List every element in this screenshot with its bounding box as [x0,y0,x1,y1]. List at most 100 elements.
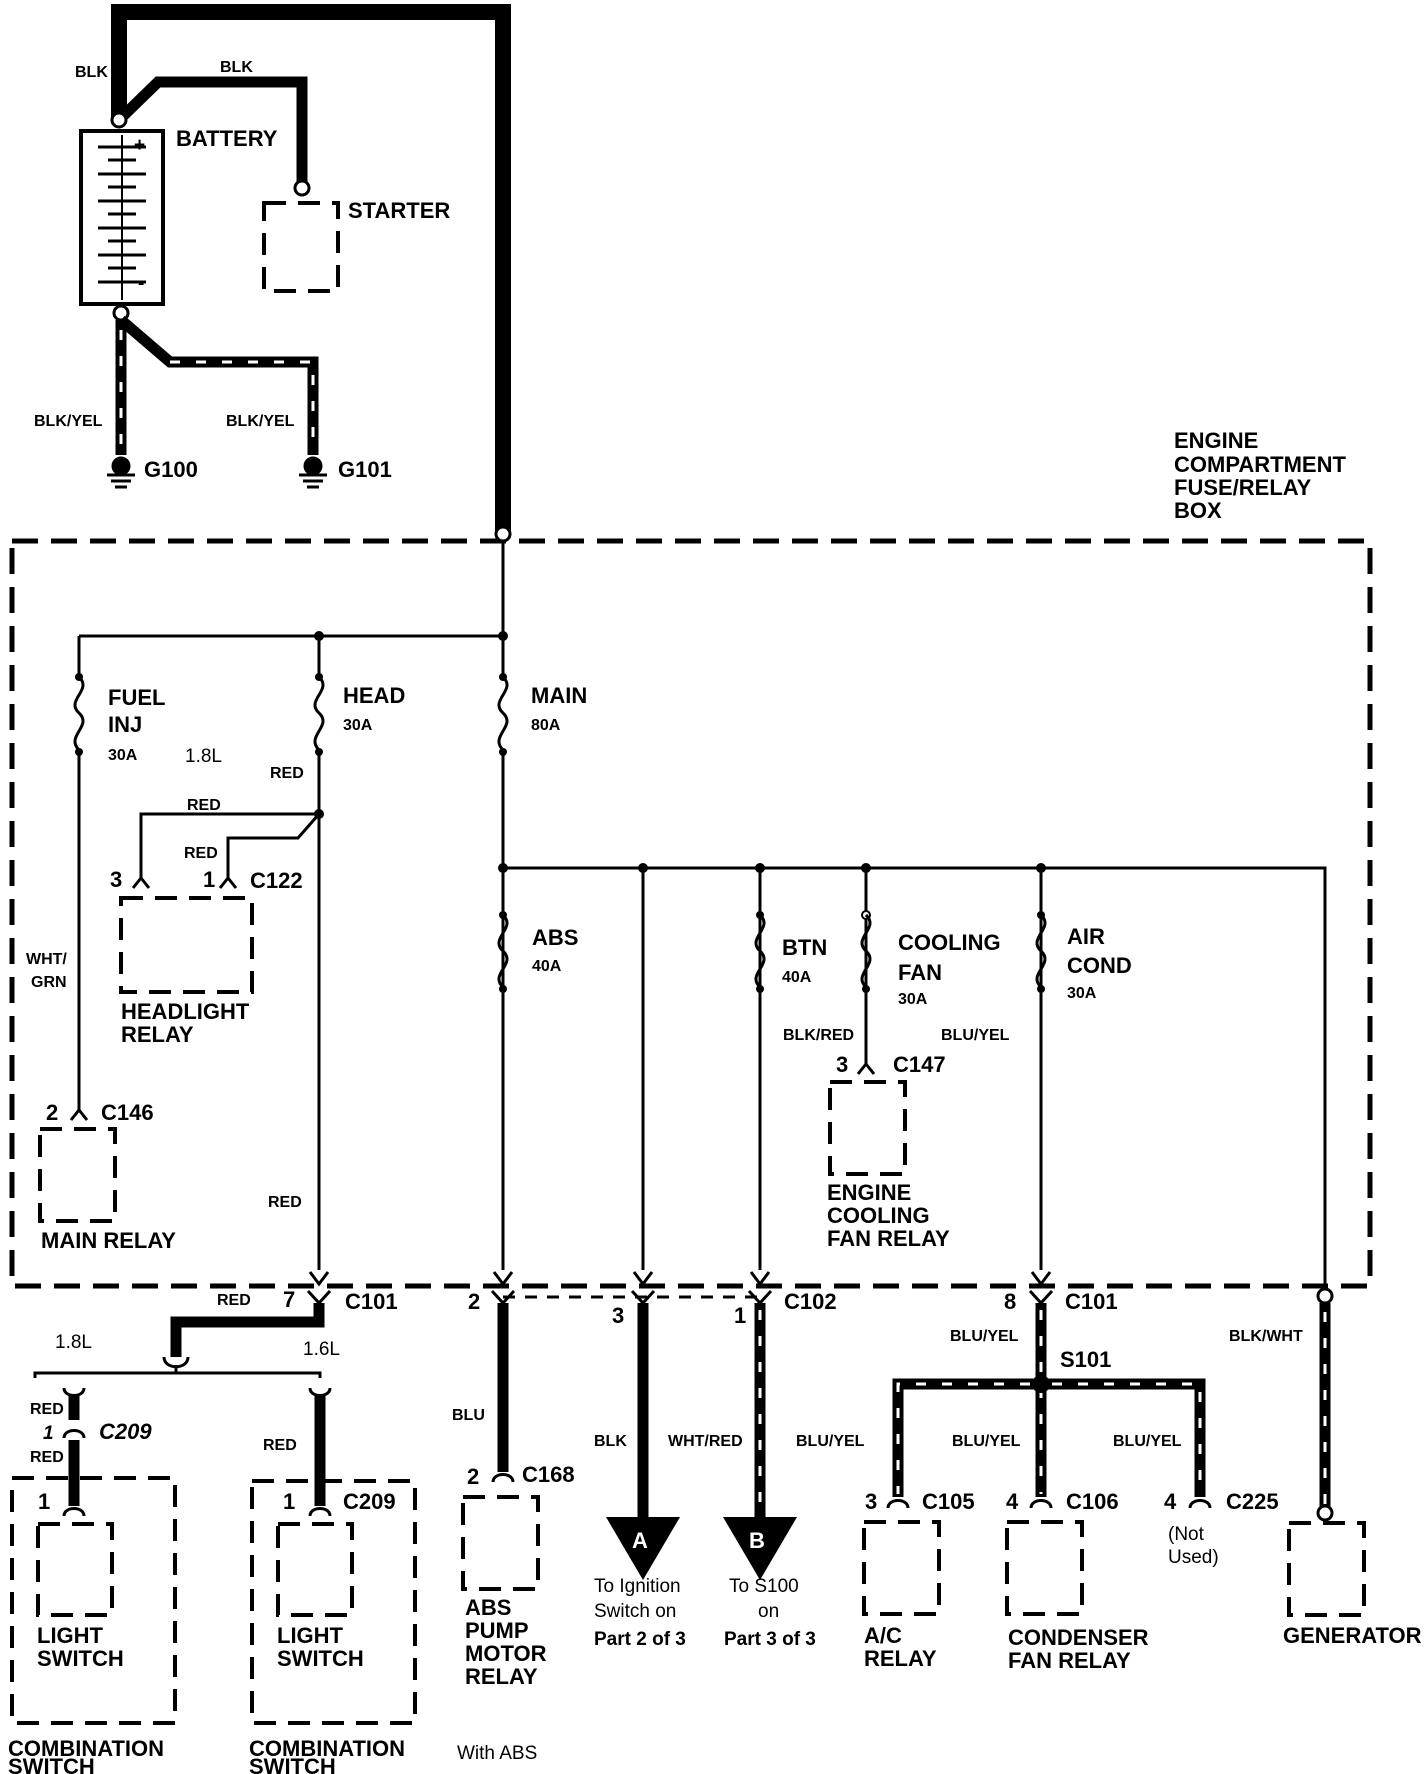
cup-c225 [1188,1499,1212,1509]
connector-c168-label: C168 [522,1462,575,1487]
fuse-relay-box: ENGINE COMPARTMENT FUSE/RELAY BOX FUEL I… [9,428,1373,1290]
cup-c168 [491,1473,515,1483]
reference-a-triangle [606,1517,680,1580]
fuse-box-label-line4: BOX [1174,498,1222,523]
fuse-head-name: HEAD [343,683,405,708]
cup-c209-left-mid [62,1429,86,1439]
fuse-air-cond [1035,911,1047,993]
condenser-fan-relay-line2: FAN RELAY [1008,1648,1131,1673]
bus-horizontal-lower [503,866,1327,1290]
engine-1-8l-label: 1.8L [185,746,222,767]
connector-c105-label: C105 [922,1489,975,1514]
connector-c147-symbol [856,1061,876,1075]
light-switch-left-line2: SWITCH [37,1646,124,1671]
connector-c147-label: C147 [893,1052,946,1077]
generator-out-terminal [1316,1287,1334,1305]
connector-c147-pin: 3 [836,1052,848,1077]
with-abs-label: With ABS [457,1743,537,1764]
abs-pump-motor-relay-box [461,1495,540,1591]
reference-b-line3: Part 3 of 3 [724,1629,816,1650]
generator-box [1287,1521,1366,1617]
abs-relay-line4: RELAY [465,1664,538,1689]
cup-c105 [886,1499,910,1509]
combination-switch-left-line2: SWITCH [8,1754,95,1774]
fuse-head-rating: 30A [343,717,373,734]
connector-c209-left-label: C209 [99,1419,152,1444]
wire-blk-starter [115,76,308,188]
ac-relay-box [862,1520,941,1616]
wire-label-whtgrn-2: GRN [31,974,67,991]
light-switch-branch: 1.8L 1.6L RED 1 C209 RED 1 LIGHT SWITCH … [8,1303,417,1774]
ground-g100-label: G100 [144,457,198,482]
fuse-box-label-line3: FUSE/RELAY [1174,475,1312,500]
fuse-box-label-line1: ENGINE [1174,428,1258,453]
wire-label-red-c209-right: RED [263,1437,297,1454]
reference-a-line3: Part 2 of 3 [594,1629,686,1650]
battery-section: + - BATTERY STARTER BLK BLK BLK/YEL BLK/… [34,4,511,535]
battery-plus-sign: + [134,135,145,156]
condenser-fan-relay-box [1005,1520,1084,1616]
abs-relay-line2: PUMP [465,1618,529,1643]
connector-c122-pin1: 1 [203,867,215,892]
connector-c146-pin: 2 [46,1100,58,1125]
cup-c101-right [1028,1289,1054,1306]
combination-switch-right-line1: COMBINATION [249,1736,405,1761]
arrow-a [632,1271,654,1287]
arrow-b [749,1271,771,1287]
fuse-abs-name: ABS [532,925,578,950]
wire-label-red-c101: RED [217,1292,251,1309]
wire-blk-main [111,4,511,535]
connector-c122-pin3-symbol [131,875,151,889]
fuse-main-rating: 80A [531,717,561,734]
fuse-cooling-fan-rating: 30A [898,991,928,1008]
arrow-c101-left [308,1271,330,1287]
connector-c106-label: C106 [1066,1489,1119,1514]
battery-plus-terminal [110,111,128,129]
starter-label: STARTER [348,198,450,223]
wire-label-bluyel-right: BLU/YEL [1113,1433,1182,1450]
connector-c101-right-pin: 8 [1004,1289,1016,1314]
headlight-relay-line2: RELAY [121,1022,194,1047]
reference-b-letter: B [749,1528,765,1553]
ground-symbol-g100 [107,456,135,489]
fuse-cooling-fan [860,910,872,993]
ac-relay-line1: A/C [864,1623,902,1648]
connector-c122-pin1-symbol [218,875,238,889]
connector-c102-pin-abs: 2 [468,1289,480,1314]
wire-label-blu-abs: BLU [452,1407,485,1424]
fuse-main-name: MAIN [531,683,587,708]
connector-c209-right-pin: 1 [283,1489,295,1514]
starter-box [262,201,340,293]
generator-terminal [1316,1504,1334,1522]
battery-label: BATTERY [176,126,278,151]
wire-label-red-c209-bottom: RED [30,1449,64,1466]
wire-label-blk-2: BLK [220,59,253,76]
reference-a-line2: Switch on [594,1601,676,1622]
ground-symbol-g101 [299,456,327,489]
connector-c102-label: C102 [784,1289,837,1314]
box-output-connectors: RED 7 C101 2 3 1 C102 8 C101 [217,1271,1334,1328]
fuse-main [497,673,509,756]
combination-switch-right-line2: SWITCH [249,1754,336,1774]
wire-label-red-c209-top: RED [30,1401,64,1418]
fuse-fuel-inj [73,673,85,756]
wire-label-bluyel-left: BLU/YEL [796,1433,865,1450]
cup-c209-left-bottom [62,1507,86,1517]
engine-cooling-fan-relay-line1: ENGINE [827,1180,911,1205]
reference-b-line1: To S100 [729,1576,799,1597]
fuse-abs [497,911,509,993]
reference-b-triangle [723,1517,797,1580]
wire-bluyel-right [1041,1378,1206,1497]
fuse-abs-rating: 40A [532,958,562,975]
wire-bluyel-left-stripe [896,1382,1030,1494]
wire-label-bluyel-cool: BLU/YEL [941,1027,1010,1044]
fuse-cooling-fan-line2: FAN [898,960,942,985]
splice-s101-label: S101 [1060,1347,1111,1372]
abs-and-references: BLU 2 C168 ABS PUMP MOTOR RELAY With ABS… [452,1303,816,1764]
s101-branch: BLU/YEL S101 BLU/YEL BLU/YEL BLU/YEL 3 C… [796,1303,1422,1673]
wire-red-c101-branch [170,1303,325,1357]
fuse-box-label-line2: COMPARTMENT [1174,452,1346,477]
condenser-fan-relay-line1: CONDENSER [1008,1625,1149,1650]
wire-label-blk-a: BLK [594,1433,627,1450]
cup-c106 [1029,1499,1053,1509]
